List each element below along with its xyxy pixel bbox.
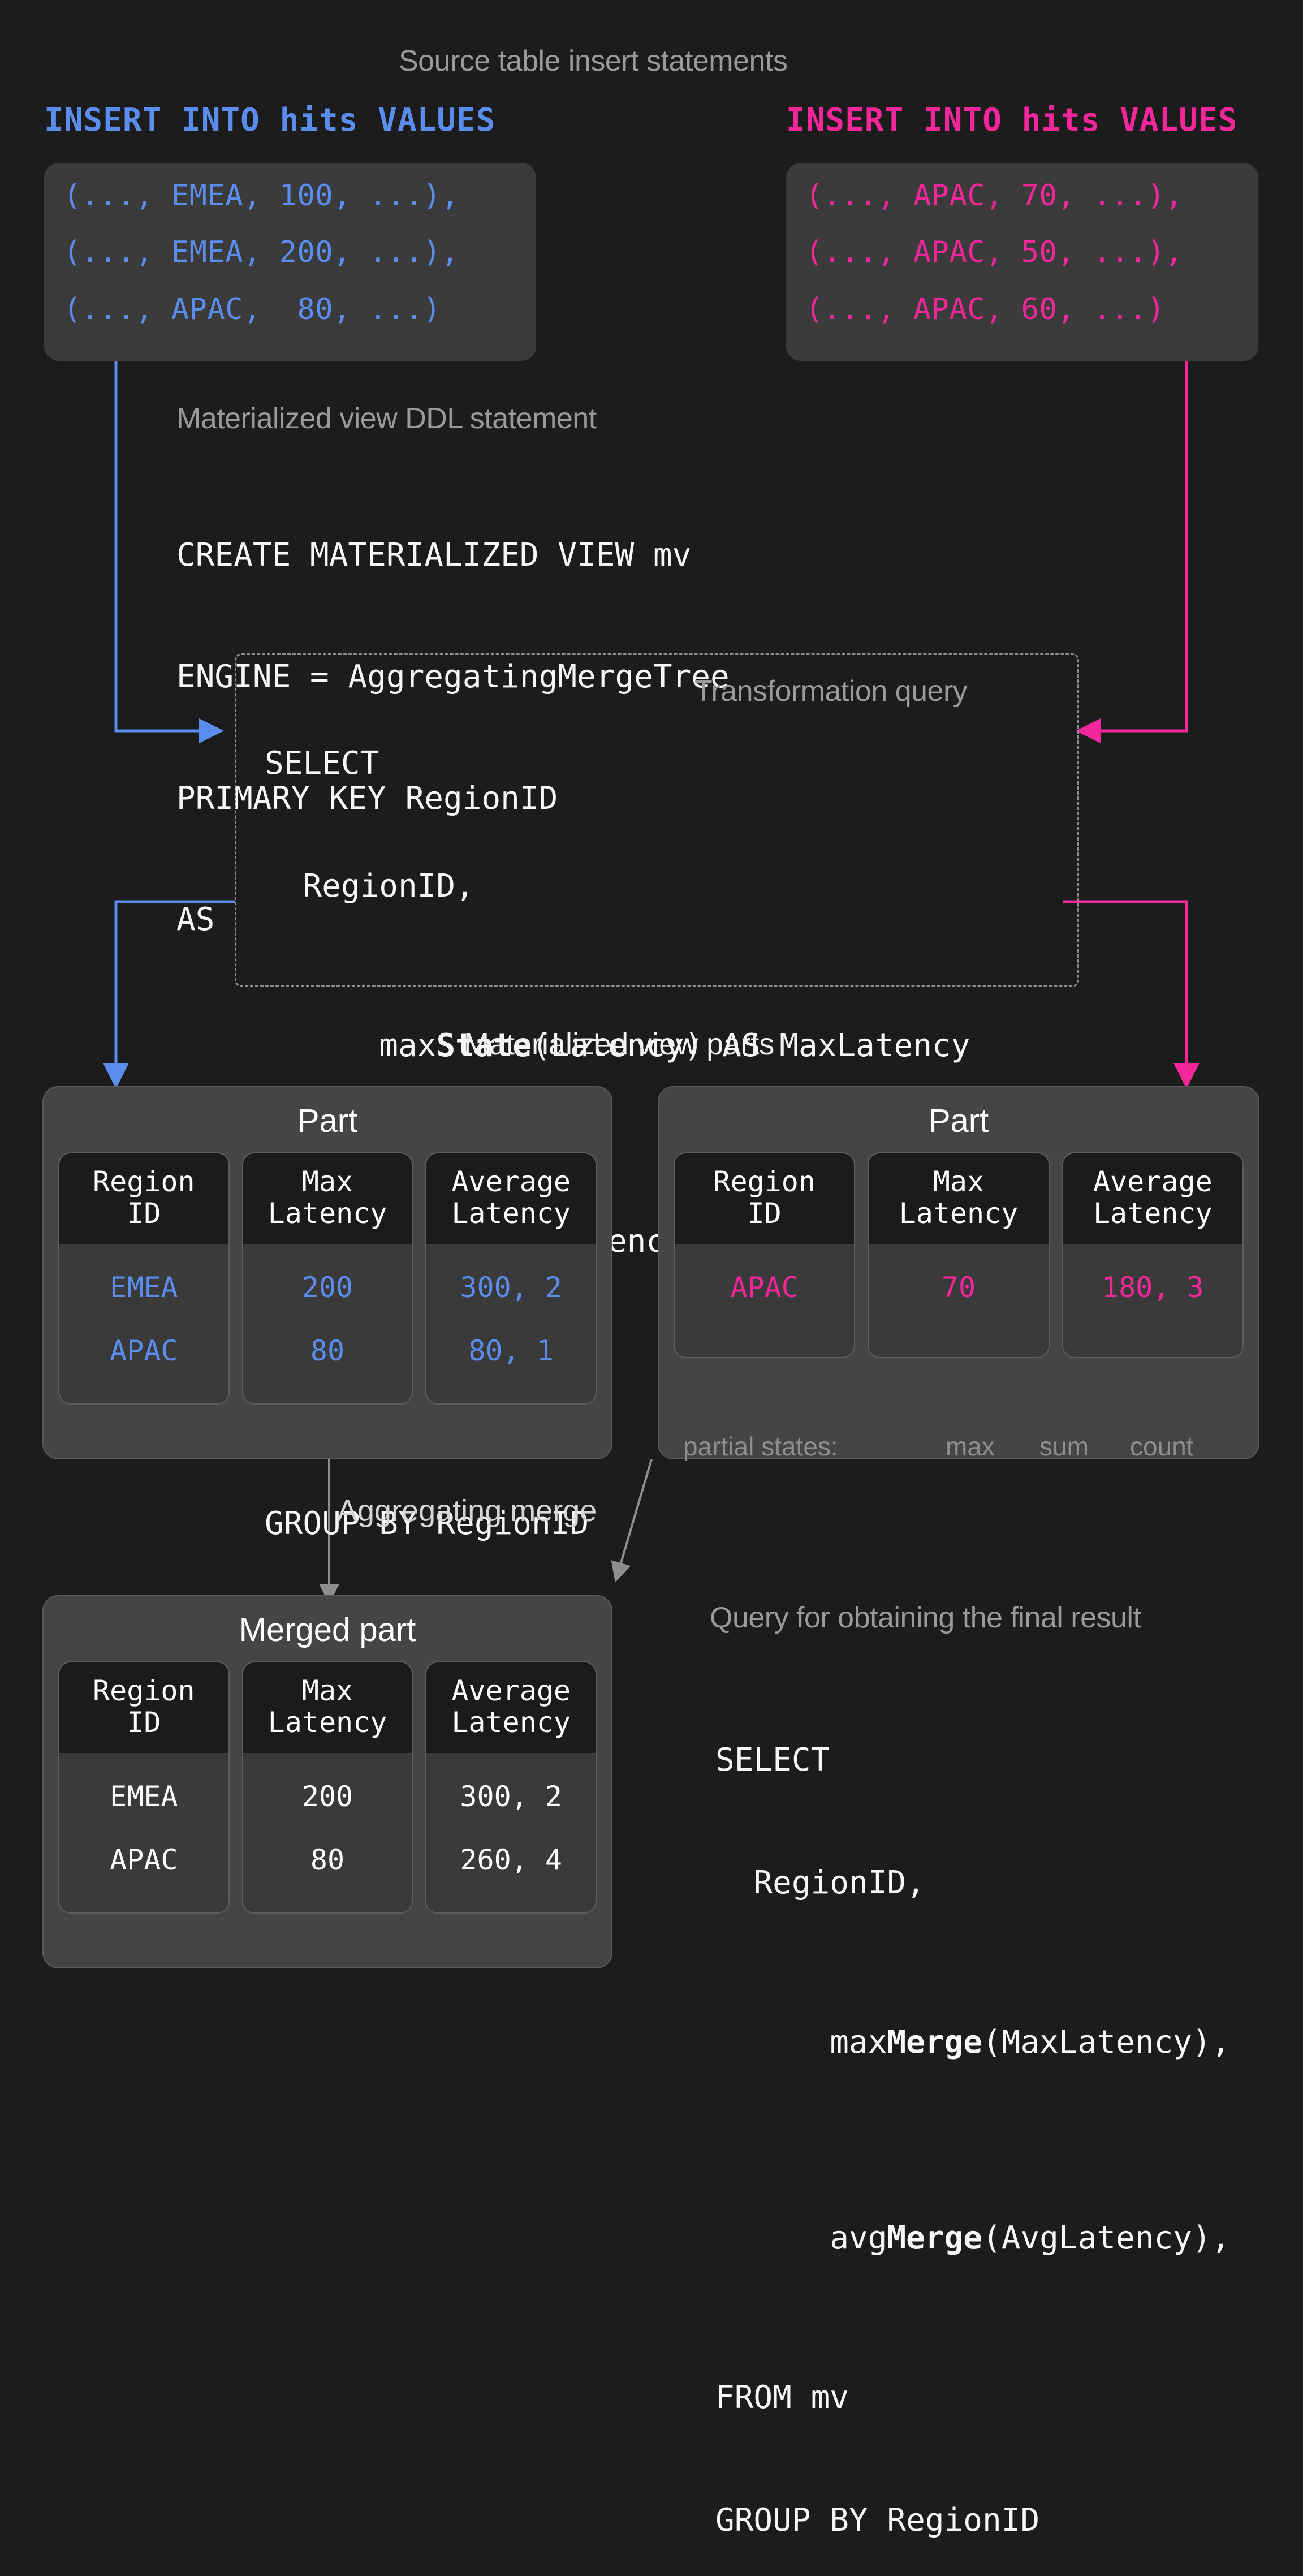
fq-line-region: RegionID, (715, 1864, 925, 1901)
table-cell: APAC (110, 1843, 178, 1876)
part-right-column-avglatency: Average Latency 180, 3 (1062, 1152, 1244, 1358)
table-cell: 180, 3 (1102, 1271, 1204, 1304)
tq-max-bold: State (436, 1027, 532, 1064)
fq-max-suffix: (MaxLatency), (982, 2023, 1231, 2061)
partial-states-label: partial states: (683, 1432, 838, 1461)
merged-part-title: Merged part (239, 1612, 416, 1648)
insert-left-row: (..., EMEA, 100, ...), (63, 179, 459, 213)
merged-part: Merged part Region ID EMEA APAC Max Late… (42, 1595, 612, 1968)
column-header: Average Latency (426, 1662, 596, 1753)
tq-line-region: RegionID, (265, 867, 474, 904)
table-cell: 80 (310, 1334, 345, 1367)
tq-max-prefix: max (340, 1027, 437, 1064)
insert-right-row: (..., APAC, 70, ...), (805, 179, 1183, 213)
aggregating-merge-label: Aggregating merge (337, 1494, 597, 1528)
transformation-query-caption: Transformation query (694, 675, 968, 708)
ddl-line: ENGINE = AggregatingMergeTree (176, 658, 730, 695)
ddl-statement: CREATE MATERIALIZED VIEW mv ENGINE = Agg… (176, 464, 730, 975)
table-cell: 260, 4 (460, 1843, 562, 1876)
column-header: Average Latency (426, 1153, 596, 1244)
part-left-column-avglatency: Average Latency 300, 2 80, 1 (425, 1152, 597, 1405)
insert-left-card: (..., EMEA, 100, ...), (..., EMEA, 200, … (44, 163, 536, 361)
insert-left-row: (..., EMEA, 200, ...), (63, 235, 459, 270)
table-cell: EMEA (110, 1780, 178, 1813)
fq-line-select: SELECT (715, 1741, 830, 1778)
partial-states-sum: sum (1039, 1432, 1089, 1461)
tq-line-select: SELECT (265, 744, 379, 782)
insert-right-row: (..., APAC, 60, ...) (805, 292, 1166, 326)
fq-line-avgmerge: avgMerge(AvgLatency), (715, 2183, 1230, 2294)
column-header: Region ID (59, 1662, 228, 1753)
part-left-title: Part (297, 1102, 358, 1139)
fq-avg-bold: Merge (887, 2220, 983, 2257)
fq-avg-prefix: avg (791, 2220, 887, 2257)
table-cell: 80 (310, 1843, 345, 1876)
insert-right-row: (..., APAC, 50, ...), (805, 235, 1183, 270)
part-left-column-regionid: Region ID EMEA APAC (58, 1152, 230, 1405)
mv-parts-caption: Materialized view parts (464, 1027, 775, 1061)
fq-line-from: FROM mv (715, 2379, 849, 2416)
table-cell: APAC (110, 1334, 178, 1367)
table-cell: 300, 2 (460, 1271, 562, 1304)
part-left: Part Region ID EMEA APAC Max Latency 200… (42, 1086, 612, 1459)
part-left-column-maxlatency: Max Latency 200 80 (241, 1152, 413, 1405)
part-right-column-maxlatency: Max Latency 70 (868, 1152, 1050, 1358)
tq-line-maxstate: maxState(Latency) AS MaxLatency (265, 991, 970, 1101)
tq-line-group: GROUP BY RegionID (265, 1505, 589, 1543)
fq-max-prefix: max (791, 2023, 887, 2061)
merged-column-avglatency: Average Latency 300, 2 260, 4 (425, 1661, 597, 1914)
table-cell: 80, 1 (468, 1334, 554, 1367)
part-right-column-regionid: Region ID APAC (674, 1152, 856, 1358)
table-cell: APAC (730, 1271, 799, 1304)
page-title: Source table insert statements (399, 45, 788, 77)
ddl-line: PRIMARY KEY RegionID (176, 779, 558, 817)
transformation-query-box (235, 653, 1079, 987)
table-cell: 70 (941, 1271, 976, 1304)
partial-states-count: count (1130, 1432, 1194, 1461)
final-query-text: SELECT RegionID, maxMerge(MaxLatency), a… (715, 1669, 1230, 2576)
merged-column-maxlatency: Max Latency 200 80 (241, 1661, 413, 1914)
fq-avg-suffix: (AvgLatency), (982, 2220, 1231, 2257)
insert-left-header: INSERT INTO hits VALUES (44, 102, 496, 139)
part-right: Part Region ID APAC Max Latency 70 Avera… (658, 1086, 1259, 1459)
insert-right-header: INSERT INTO hits VALUES (786, 102, 1238, 139)
part-right-title: Part (928, 1102, 989, 1139)
column-header: Region ID (675, 1153, 855, 1244)
fq-max-bold: Merge (887, 2023, 983, 2061)
ddl-line: CREATE MATERIALIZED VIEW mv (176, 536, 692, 574)
column-header: Average Latency (1063, 1153, 1242, 1244)
column-header: Max Latency (243, 1662, 412, 1753)
ddl-caption: Materialized view DDL statement (176, 402, 597, 435)
insert-left-row: (..., APAC, 80, ...) (63, 292, 441, 326)
column-header: Max Latency (869, 1153, 1049, 1244)
final-query-caption: Query for obtaining the final result (710, 1601, 1141, 1634)
tq-max-suffix: (Latency) AS MaxLatency (532, 1027, 970, 1064)
partial-states-max: max (946, 1432, 995, 1461)
table-cell: 200 (301, 1271, 353, 1304)
column-header: Region ID (59, 1153, 228, 1244)
column-header: Max Latency (243, 1153, 412, 1244)
fq-line-maxmerge: maxMerge(MaxLatency), (715, 1988, 1230, 2098)
table-cell: 200 (301, 1780, 353, 1813)
insert-right-card: (..., APAC, 70, ...), (..., APAC, 50, ..… (786, 163, 1258, 361)
table-cell: EMEA (110, 1271, 178, 1304)
ddl-line: AS (176, 901, 215, 938)
table-cell: 300, 2 (460, 1780, 562, 1813)
merged-column-regionid: Region ID EMEA APAC (58, 1661, 230, 1914)
fq-line-group: GROUP BY RegionID (715, 2502, 1040, 2539)
